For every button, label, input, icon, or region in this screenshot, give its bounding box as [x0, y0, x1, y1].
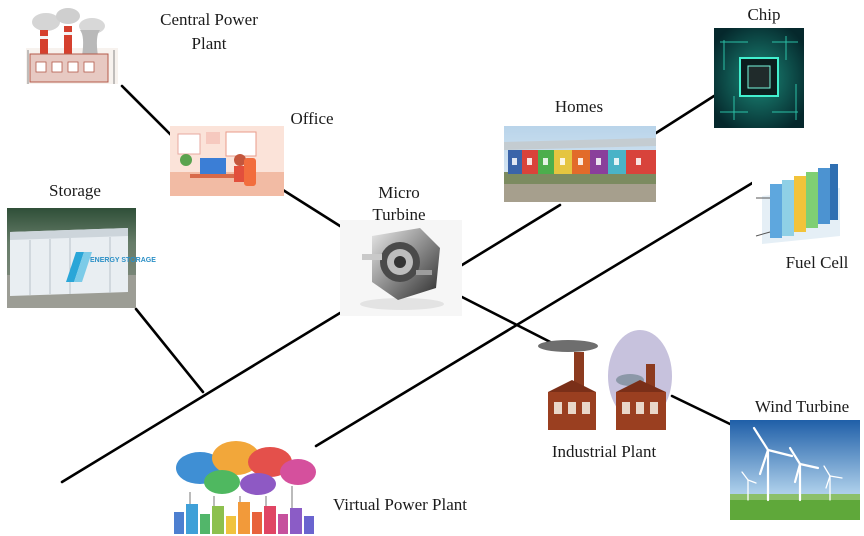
label-industrial-plant: Industrial Plant	[551, 442, 657, 461]
label-storage: Storage	[49, 181, 101, 200]
link-homes-chip	[654, 94, 716, 135]
industrial-plant-icon	[538, 330, 672, 430]
chip-icon	[714, 28, 804, 128]
label-chip: Chip	[747, 5, 781, 24]
label-office: Office	[290, 109, 334, 128]
central-power-plant-icon	[26, 8, 118, 84]
label-homes: Homes	[554, 97, 604, 116]
homes-icon	[504, 126, 656, 202]
virtual-power-plant-icon	[174, 441, 316, 534]
storage-graphic-text: ENERGY STORAGE	[90, 257, 156, 264]
label-micro-turbine: Micro Turbine	[372, 183, 426, 224]
link-office-turbine	[281, 188, 342, 228]
wind-turbine-icon	[730, 420, 860, 520]
office-icon	[170, 126, 284, 196]
label-virtual-power-plant: Virtual Power Plant	[332, 495, 468, 514]
label-central-power-plant: Central Power Plant	[160, 10, 258, 53]
micro-turbine-icon	[340, 220, 462, 316]
fuel-cell-icon	[752, 156, 844, 250]
label-wind-turbine: Wind Turbine	[754, 397, 850, 416]
link-turbine-homes	[460, 203, 562, 267]
link-storage-backbone	[134, 307, 205, 394]
connectors	[60, 84, 756, 484]
storage-icon: ENERGY STORAGE	[7, 208, 156, 308]
label-fuel-cell: Fuel Cell	[785, 253, 849, 272]
link-turbine-industrial	[460, 295, 564, 350]
link-plant-office	[120, 84, 174, 138]
link-industrial-wind	[670, 394, 732, 426]
link-vpp-fuelcell	[314, 180, 756, 448]
link-turbine-backbone	[60, 311, 342, 484]
